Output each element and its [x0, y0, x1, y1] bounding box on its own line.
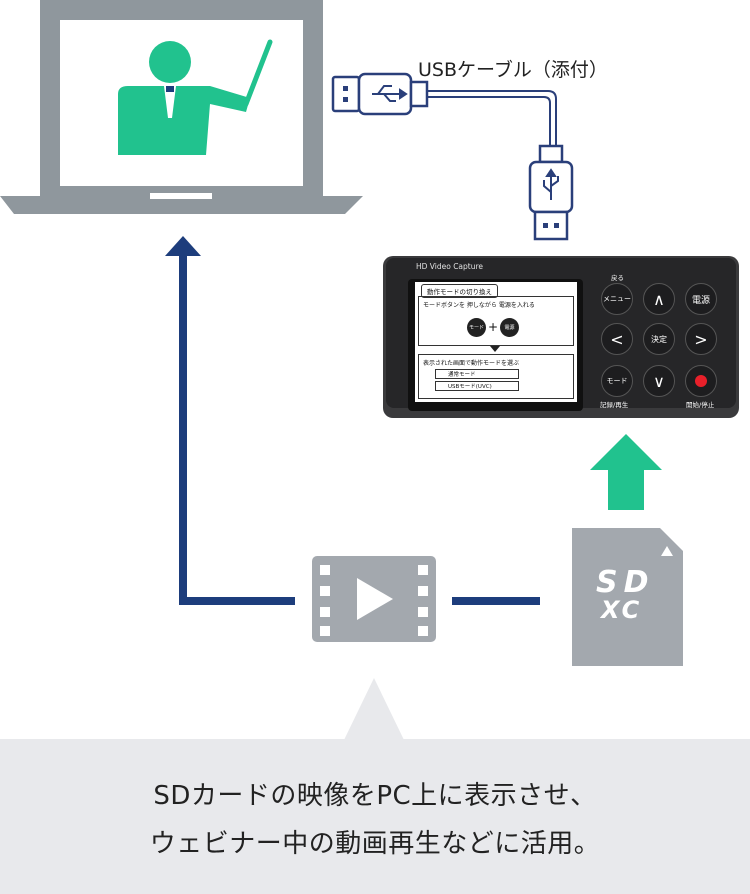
usb-symbol-icon [543, 168, 559, 200]
usb-cable-label: USBケーブル（添付） [418, 59, 608, 81]
up-button: ∧ [643, 283, 675, 315]
screen-header: 動作モードの切り換え [421, 284, 498, 298]
right-button: > [685, 323, 717, 355]
power-button: 電源 [685, 283, 717, 315]
caption-box [0, 739, 750, 894]
combo-mode-button: モード [467, 318, 486, 337]
up-arrow-icon [590, 434, 662, 510]
sd-logo-top: SD [596, 565, 655, 600]
screen-step2-box: 表示された画面で動作モードを選ぶ 通常モード USBモード(UVC) [418, 354, 574, 399]
presenter-icon [118, 39, 273, 155]
record-play-label: 記録/再生 [600, 401, 629, 409]
sdxc-card-icon [572, 528, 683, 666]
film-play-icon [312, 556, 436, 642]
sd-logo-bottom: XC [601, 596, 643, 624]
mode-button: モード [601, 365, 633, 397]
back-label: 戻る [611, 274, 624, 282]
caption-pointer [344, 678, 404, 740]
caption-line-2: ウェビナー中の動画再生などに活用。 [149, 829, 601, 859]
flow-arrow [165, 236, 540, 605]
device-screen: 動作モードの切り換え モードボタンを 押しながら 電源を入れる モード + 電源… [415, 282, 577, 402]
left-button: < [601, 323, 633, 355]
combo-power-button: 電源 [500, 318, 519, 337]
screen-option-normal: 通常モード [435, 369, 519, 379]
screen-down-arrow-icon [490, 346, 500, 352]
record-dot-icon [695, 375, 707, 387]
screen-step1-box: モードボタンを 押しながら 電源を入れる モード + 電源 [418, 296, 574, 346]
usb-cable [427, 90, 557, 146]
screen-option-usb: USBモード(UVC) [435, 381, 519, 391]
usb-symbol-icon [372, 85, 408, 102]
down-button: ∨ [643, 365, 675, 397]
screen-prompt: 表示された画面で動作モードを選ぶ [423, 360, 520, 367]
enter-button: 決定 [643, 323, 675, 355]
caption-line-1: SDカードの映像をPC上に表示させ、 [153, 781, 597, 811]
combo-plus: + [488, 320, 499, 334]
device-brand: HD Video Capture [416, 262, 484, 271]
start-stop-label: 開始/停止 [686, 401, 715, 409]
record-button [685, 365, 717, 397]
menu-button: メニュー [601, 283, 633, 315]
screen-instruction: モードボタンを 押しながら 電源を入れる [423, 302, 535, 309]
